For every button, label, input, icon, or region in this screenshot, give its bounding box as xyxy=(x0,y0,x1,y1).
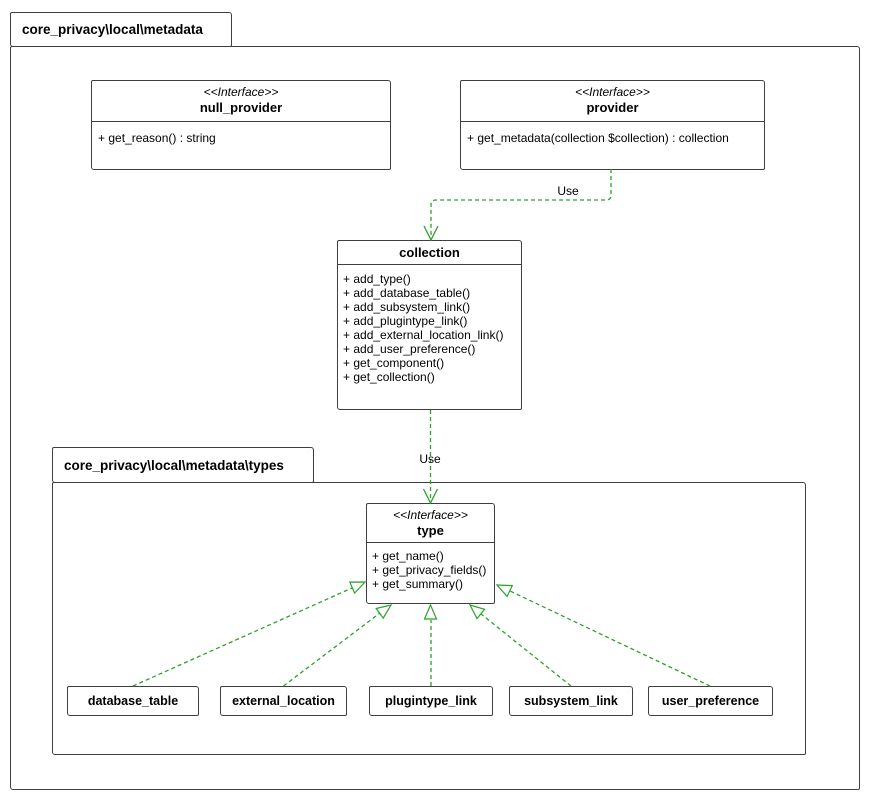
package-metadata-label: core_privacy\local\metadata xyxy=(22,22,203,37)
class-header: <<Interface>> type xyxy=(367,504,494,543)
class-name: provider xyxy=(586,100,639,115)
method-line: + get_privacy_fields() xyxy=(372,563,487,577)
class-database-table: database_table xyxy=(67,686,199,716)
method-line: + add_database_table() xyxy=(343,286,471,300)
class-name: user_preference xyxy=(661,694,760,708)
class-plugintype-link: plugintype_link xyxy=(369,686,493,716)
class-external-location: external_location xyxy=(220,686,347,716)
method-list: + get_name() + get_privacy_fields() + ge… xyxy=(367,543,494,597)
class-name: external_location xyxy=(232,694,335,708)
class-header: <<Interface>> null_provider xyxy=(92,81,390,122)
class-name: plugintype_link xyxy=(385,694,477,708)
method-line: + add_subsystem_link() xyxy=(343,300,471,314)
method-line: + get_metadata(collection $collection) :… xyxy=(467,131,729,145)
method-line: + add_plugintype_link() xyxy=(343,314,468,328)
method-list: + get_reason() : string xyxy=(92,122,390,154)
method-line: + get_collection() xyxy=(343,370,435,384)
package-types-tab: core_privacy\local\metadata\types xyxy=(52,447,314,483)
class-name: database_table xyxy=(87,694,179,708)
package-types-label: core_privacy\local\metadata\types xyxy=(64,457,284,473)
method-line: + add_user_preference() xyxy=(343,342,476,356)
class-name: collection xyxy=(399,245,460,260)
class-provider: <<Interface>> provider + get_metadata(co… xyxy=(460,80,765,170)
class-name: subsystem_link xyxy=(524,694,618,708)
stereotype-label: <<Interface>> xyxy=(393,508,468,522)
method-line: + add_external_location_link() xyxy=(343,328,504,342)
class-user-preference: user_preference xyxy=(648,686,773,716)
class-header: collection xyxy=(338,241,521,265)
method-line: + get_component() xyxy=(343,356,445,370)
class-subsystem-link: subsystem_link xyxy=(509,686,633,716)
package-metadata-tab: core_privacy\local\metadata xyxy=(10,12,232,47)
method-line: + get_summary() xyxy=(372,577,464,591)
class-header: <<Interface>> provider xyxy=(461,81,764,122)
stereotype-label: <<Interface>> xyxy=(203,85,279,99)
stereotype-label: <<Interface>> xyxy=(575,85,650,99)
method-list: + get_metadata(collection $collection) :… xyxy=(461,122,764,154)
class-name: type xyxy=(417,523,444,538)
method-list: + add_type() + add_database_table() + ad… xyxy=(338,265,521,391)
class-type: <<Interface>> type + get_name() + get_pr… xyxy=(366,503,495,604)
class-name: null_provider xyxy=(199,100,283,115)
method-line: + get_name() xyxy=(372,549,444,563)
class-collection: collection + add_type() + add_database_t… xyxy=(337,240,522,410)
method-line: + get_reason() : string xyxy=(98,131,216,145)
method-line: + add_type() xyxy=(343,272,411,286)
class-null-provider: <<Interface>> null_provider + get_reason… xyxy=(91,80,391,170)
